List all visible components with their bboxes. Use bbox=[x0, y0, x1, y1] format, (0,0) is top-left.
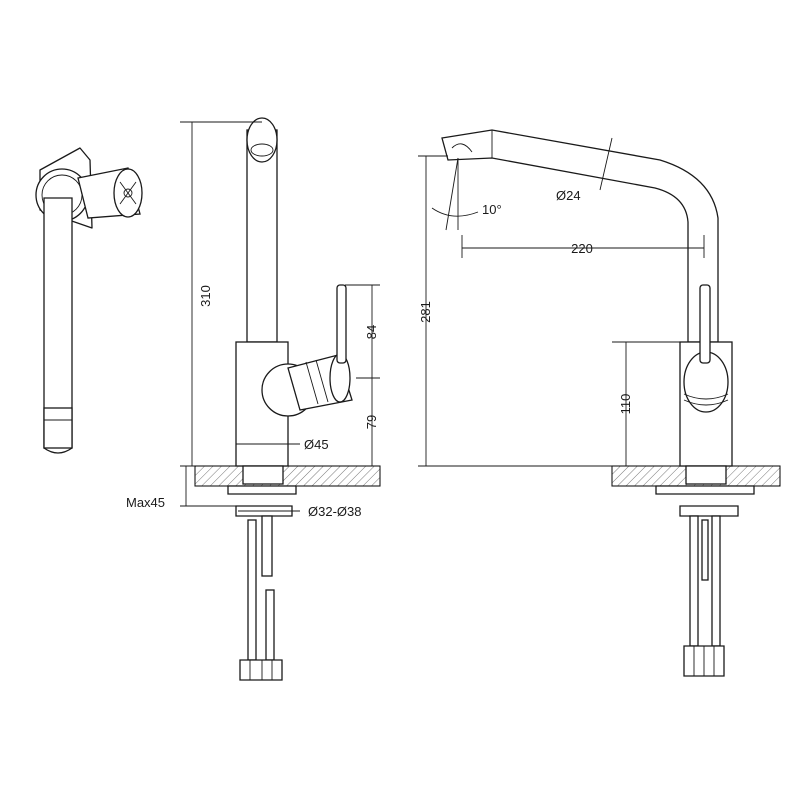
side-lever bbox=[336, 284, 347, 364]
front-spout bbox=[441, 129, 719, 343]
front-view: 10° Ø24 220 281 110 bbox=[418, 129, 781, 677]
dim-right-body-height: 110 bbox=[618, 394, 633, 415]
top-view bbox=[35, 147, 143, 454]
dim-lever-height: 84 bbox=[364, 325, 379, 339]
front-lever bbox=[699, 284, 711, 364]
dim-body-diameter: Ø45 bbox=[304, 437, 329, 452]
dim-total-height: 310 bbox=[198, 285, 213, 307]
dim-body-height: 79 bbox=[364, 415, 379, 429]
dim-spout-angle: 10° bbox=[482, 202, 502, 217]
dim-spout-reach: 220 bbox=[571, 241, 593, 256]
side-counter-deck bbox=[194, 465, 381, 487]
dim-spout-diameter: Ø24 bbox=[556, 188, 581, 203]
dim-hole-diameter: Ø32-Ø38 bbox=[308, 504, 361, 519]
dim-outlet-height: 281 bbox=[418, 301, 433, 323]
side-view: 310 84 79 Ø45 Max45 Ø32-Ø38 bbox=[126, 117, 381, 681]
dim-max-deck: Max45 bbox=[126, 495, 165, 510]
